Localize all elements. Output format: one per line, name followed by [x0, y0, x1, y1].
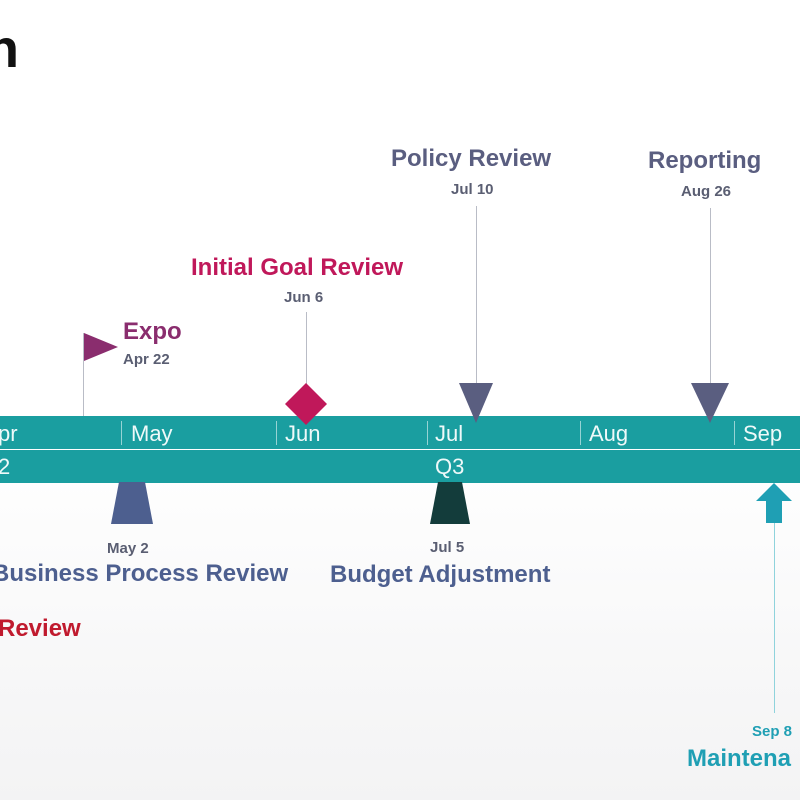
milestone-initial-goal-review-connector	[306, 312, 307, 386]
month-label-jul: Jul	[435, 421, 464, 446]
milestone-business-process-review-marker	[111, 482, 153, 524]
milestone-review-label: Review	[0, 615, 81, 642]
milestone-initial-goal-review-date: Jun 6	[284, 289, 324, 306]
quarter-label-q2: 2	[0, 454, 11, 479]
page-title: n	[0, 19, 19, 79]
milestone-maintenance-date: Sep 8	[752, 723, 793, 740]
month-divider	[121, 421, 122, 445]
month-divider	[580, 421, 581, 445]
milestone-maintenance-connector	[774, 523, 775, 713]
milestone-expo-label: Expo	[123, 318, 182, 345]
month-label-apr: pr	[0, 421, 18, 446]
milestone-expo-flagpole	[83, 333, 84, 416]
milestone-policy-review-date: Jul 10	[451, 181, 494, 198]
milestone-budget-adjustment-label: Budget Adjustment	[330, 561, 551, 588]
month-label-sep: Sep	[743, 421, 783, 446]
milestone-maintenance-label: Maintena	[687, 745, 792, 772]
milestone-business-process-review-date: May 2	[107, 540, 149, 557]
month-label-may: May	[131, 421, 173, 446]
milestone-business-process-review-label: Business Process Review	[0, 560, 289, 587]
milestone-budget-adjustment-date: Jul 5	[430, 539, 465, 556]
milestone-policy-review-label: Policy Review	[391, 145, 552, 172]
month-divider	[734, 421, 735, 445]
milestone-initial-goal-review-label: Initial Goal Review	[191, 254, 404, 281]
timeline-quarter-band	[0, 450, 800, 483]
milestone-initial-goal-review-marker	[285, 383, 327, 425]
milestone-expo-flag-icon	[84, 333, 118, 361]
milestone-maintenance-arrow-icon	[756, 483, 792, 523]
quarter-label-q3: Q3	[435, 454, 465, 479]
milestone-reporting-connector	[710, 208, 711, 386]
milestone-reporting-label: Reporting	[648, 147, 762, 174]
month-divider	[427, 421, 428, 445]
milestone-budget-adjustment-marker	[430, 482, 470, 524]
milestone-reporting-date: Aug 26	[681, 183, 732, 200]
timeline-month-band	[0, 416, 800, 449]
month-label-jun: Jun	[285, 421, 321, 446]
month-divider	[276, 421, 277, 445]
milestone-expo-date: Apr 22	[123, 351, 170, 368]
milestone-policy-review-connector	[476, 206, 477, 386]
milestone-reporting-marker	[691, 383, 729, 423]
month-label-aug: Aug	[589, 421, 629, 446]
milestone-policy-review-marker	[459, 383, 493, 423]
